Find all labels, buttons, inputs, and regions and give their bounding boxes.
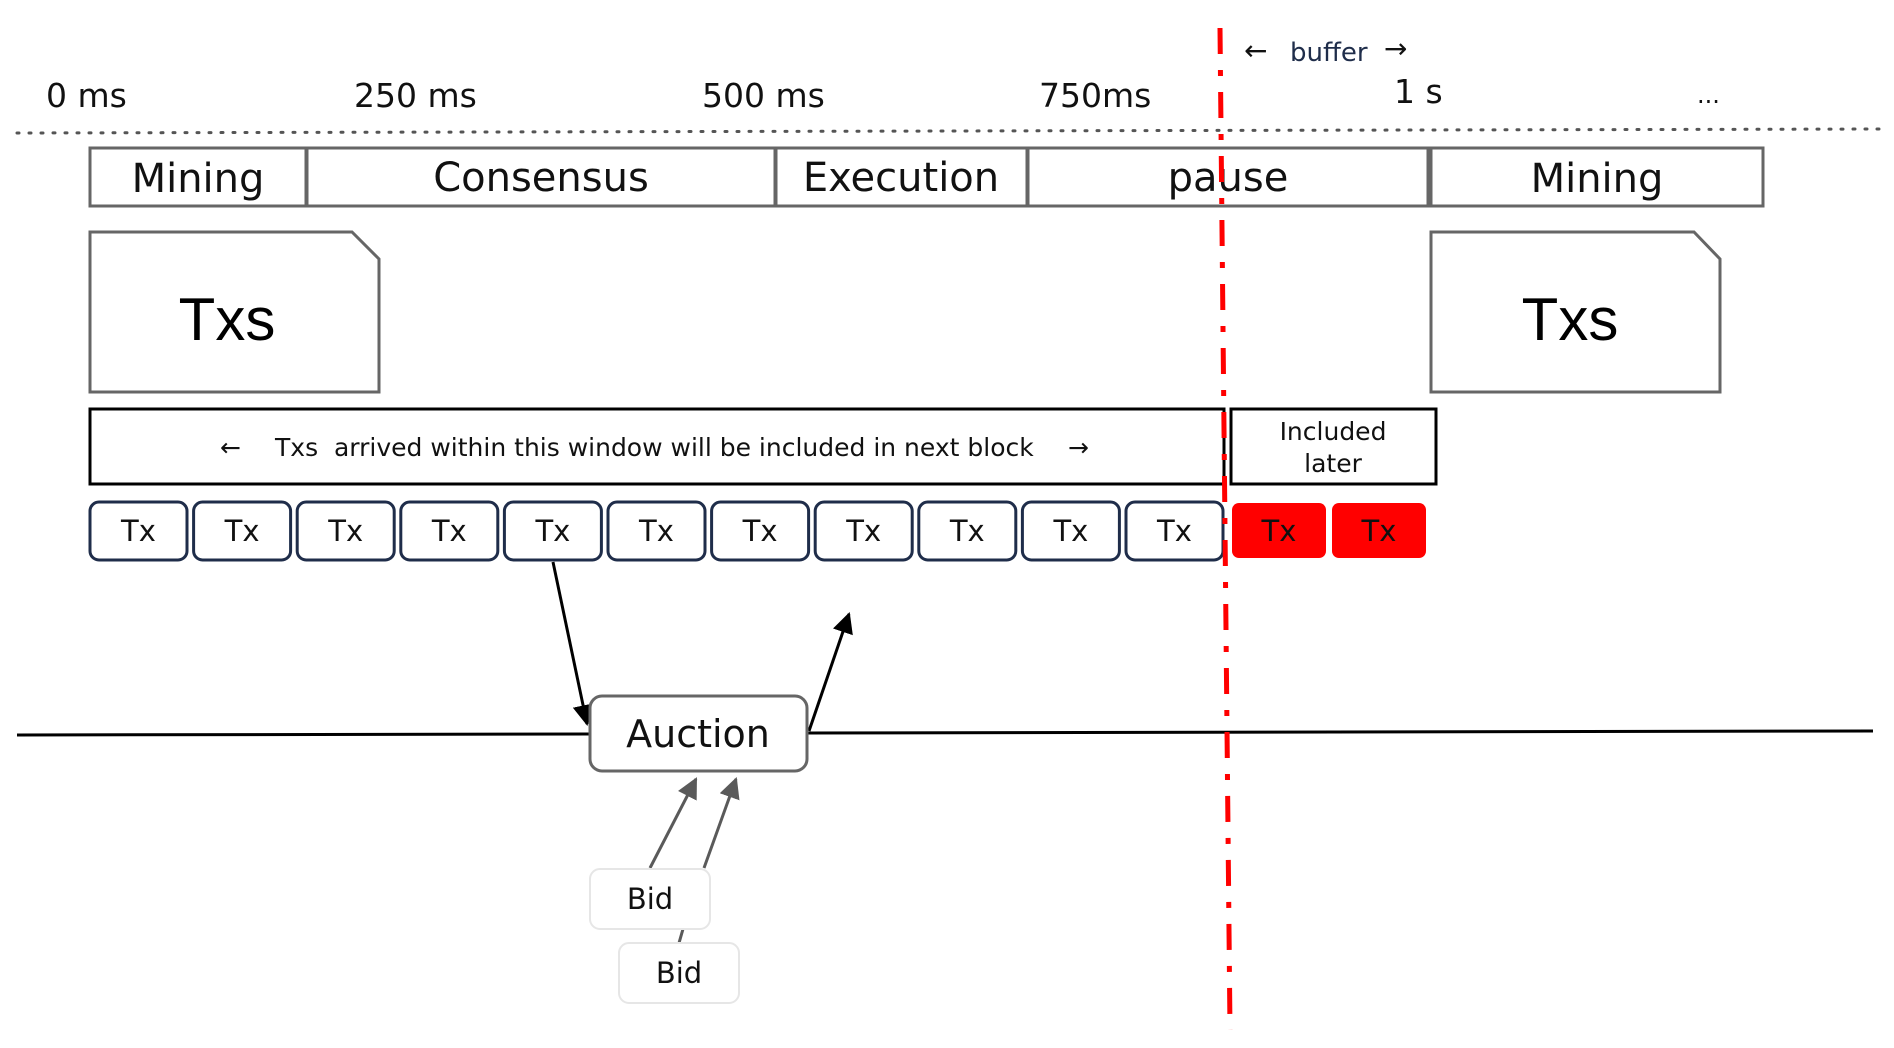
late-tx-box xyxy=(1332,503,1426,558)
txs-block-current-label: Txs xyxy=(179,286,276,353)
txs-block-next-label: Txs xyxy=(1522,286,1619,353)
window-left-arrow-icon: ← xyxy=(220,433,241,462)
included-later-line2: later xyxy=(1304,449,1362,478)
window-right-arrow-icon: → xyxy=(1068,433,1089,462)
txs-block-current xyxy=(88,230,381,394)
window-description: Txs arrived within this window will be i… xyxy=(274,433,1034,462)
phase-row xyxy=(88,146,1765,208)
tx-label: Tx xyxy=(431,514,467,548)
bid-label-2: Bid xyxy=(656,956,702,990)
buffer-label: buffer xyxy=(1290,38,1368,68)
chain-axis-left xyxy=(16,732,591,737)
tx-label: Tx xyxy=(638,514,674,548)
tx-box xyxy=(1124,500,1225,562)
tx-label: Tx xyxy=(949,514,985,548)
tx-box xyxy=(917,500,1018,562)
buffer-left-arrow-icon: ← xyxy=(1244,34,1267,67)
inclusion-window-box xyxy=(88,407,1226,486)
phase-label-execution: Execution xyxy=(803,155,999,201)
phase-label-pause: pause xyxy=(1168,155,1289,201)
tick-label-0ms: 0 ms xyxy=(46,76,127,115)
tx-box xyxy=(710,500,811,562)
tx-label: Tx xyxy=(1052,514,1088,548)
phase-box-pause xyxy=(1026,146,1430,208)
transaction-row: Tx Tx Tx Tx Tx Tx Tx Tx Tx Tx Tx Tx Tx xyxy=(88,500,1426,562)
chain-axis-right xyxy=(806,729,1874,735)
late-tx-box xyxy=(1232,503,1326,558)
tx-box xyxy=(606,500,707,562)
late-tx-label: Tx xyxy=(1261,514,1297,548)
tx-label: Tx xyxy=(845,514,881,548)
auction-label: Auction xyxy=(626,712,770,756)
tx-label: Tx xyxy=(224,514,260,548)
included-later-box xyxy=(1229,407,1438,486)
timeline-dotted-axis xyxy=(15,127,1884,135)
phase-label-consensus: Consensus xyxy=(433,155,649,201)
phase-box-execution xyxy=(774,146,1029,208)
tick-label-250ms: 250 ms xyxy=(354,76,477,115)
tx-box xyxy=(88,500,189,562)
tick-label-500ms: 500 ms xyxy=(702,76,825,115)
tick-label-750ms: 750ms xyxy=(1039,76,1151,115)
bid-label-1: Bid xyxy=(627,882,673,916)
phase-box-mining-next xyxy=(1429,146,1765,208)
arrow-bid2-to-auction xyxy=(702,777,740,869)
phase-box-mining xyxy=(88,146,308,208)
tx-box xyxy=(1020,500,1121,562)
timeline: 0 ms 250 ms 500 ms 750ms 1 s ... ← buffe… xyxy=(15,32,1884,135)
auction-box xyxy=(588,694,809,773)
tx-box xyxy=(502,500,603,562)
arrow-tx-to-auction xyxy=(551,561,594,727)
txs-block-next xyxy=(1429,230,1722,394)
phase-label-mining-next: Mining xyxy=(1531,156,1664,202)
arrow-bid1-to-auction xyxy=(648,777,698,869)
tick-label-1s: 1 s xyxy=(1394,72,1443,111)
buffer-right-arrow-icon: → xyxy=(1384,32,1407,65)
tx-box xyxy=(813,500,914,562)
phase-box-consensus xyxy=(305,146,777,208)
tx-box xyxy=(399,500,500,562)
arrow-bid2-connector xyxy=(677,928,685,944)
bid-box-2 xyxy=(618,942,740,1004)
tx-label: Tx xyxy=(327,514,363,548)
tx-box xyxy=(192,500,293,562)
bid-box-1 xyxy=(589,868,711,930)
arrow-auction-to-block xyxy=(807,612,853,732)
tick-label-ellipsis: ... xyxy=(1697,81,1720,109)
block-cutoff-line xyxy=(1217,27,1233,1031)
tx-label: Tx xyxy=(1156,514,1192,548)
tx-box xyxy=(295,500,396,562)
included-later-line1: Included xyxy=(1280,417,1387,446)
late-tx-label: Tx xyxy=(1361,514,1397,548)
phase-label-mining: Mining xyxy=(132,156,265,202)
tx-label: Tx xyxy=(534,514,570,548)
tx-label: Tx xyxy=(120,514,156,548)
tx-label: Tx xyxy=(742,514,778,548)
